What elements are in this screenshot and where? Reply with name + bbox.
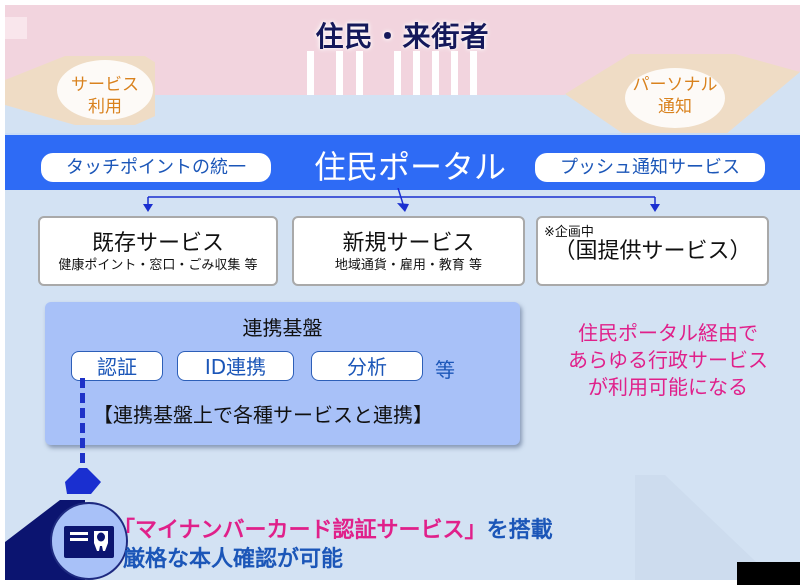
mynumber-headline: 「マイナンバーカード認証サービス」を搭載 xyxy=(113,512,553,544)
personal-notify-label: パーソナル 通知 xyxy=(600,74,750,118)
chip-id-federation: ID連携 xyxy=(177,351,294,381)
new-services-subtitle: 地域通貨・雇用・教育 等 xyxy=(334,258,483,273)
portal-title: 住民ポータル xyxy=(313,148,506,186)
stripe xyxy=(470,51,477,95)
arrow-down-icon xyxy=(397,203,409,212)
existing-services-title: 既存サービス xyxy=(91,231,224,256)
integration-platform: 連携基盤 認証 ID連携 分析 等 【連携基盤上で各種サービスと連携】 xyxy=(45,302,520,445)
stripe xyxy=(307,51,314,95)
auth-dashed-connector xyxy=(80,378,85,466)
personal-notify-flow-shape xyxy=(565,54,800,140)
existing-services-subtitle: 健康ポイント・窓口・ごみ収集 等 xyxy=(58,258,258,273)
stripe xyxy=(451,51,458,95)
connector-arrows xyxy=(143,188,660,212)
callout-line2: あらゆる行政サービス xyxy=(568,348,768,372)
touchpoint-pill: タッチポイントの統一 xyxy=(41,153,271,182)
stripe xyxy=(356,51,363,95)
mynumber-highlight: 「マイナンバーカード認証サービス」 xyxy=(113,518,487,543)
push-notify-pill: プッシュ通知サービス xyxy=(535,153,765,182)
existing-services-box: 既存サービス 健康ポイント・窓口・ごみ収集 等 xyxy=(38,216,278,286)
stripe xyxy=(413,51,420,95)
national-services-box: ※企画中 （国提供サービス） xyxy=(536,216,769,286)
stripe xyxy=(432,51,439,95)
chip-analytics: 分析 xyxy=(311,351,423,381)
stripe xyxy=(394,51,401,95)
national-services-title: （国提供サービス） xyxy=(553,239,752,264)
service-use-flow-shape xyxy=(5,56,155,140)
personal-notify-line2: 通知 xyxy=(658,97,692,117)
planning-note: ※企画中 xyxy=(544,225,594,240)
mynumber-suffix: を搭載 xyxy=(486,518,553,543)
corner-block xyxy=(737,562,800,585)
platform-title: 連携基盤 xyxy=(242,316,323,340)
service-use-line2: 利用 xyxy=(88,97,122,117)
id-card-badge xyxy=(50,502,128,580)
decor-corner xyxy=(5,17,27,39)
callout-line3: が利用可能になる xyxy=(588,375,748,399)
personal-notify-line1: パーソナル xyxy=(632,75,718,95)
identity-verification-text: 厳格な本人確認が可能 xyxy=(123,547,344,572)
portal-callout: 住民ポータル経由で あらゆる行政サービス が利用可能になる xyxy=(533,320,800,401)
service-use-line1: サービス xyxy=(71,75,139,95)
chip-authentication: 認証 xyxy=(71,351,163,381)
new-services-title: 新規サービス xyxy=(342,231,475,256)
stripe xyxy=(336,51,343,95)
new-services-box: 新規サービス 地域通貨・雇用・教育 等 xyxy=(292,216,525,286)
arrow-down-icon xyxy=(143,204,153,212)
decor-diagonal xyxy=(635,475,775,580)
service-use-label: サービス 利用 xyxy=(30,74,180,118)
diagram-canvas: 住民・来街者 サービス 利用 パーソナル 通知 タッチポイントの統一 住民ポータ… xyxy=(5,5,800,580)
platform-description: 【連携基盤上で各種サービスと連携】 xyxy=(93,403,433,427)
residents-title: 住民・来街者 xyxy=(315,20,490,53)
id-card-icon xyxy=(64,526,114,558)
arrow-down-icon xyxy=(650,204,660,212)
callout-line1: 住民ポータル経由で xyxy=(578,321,758,345)
platform-etc: 等 xyxy=(435,358,455,382)
